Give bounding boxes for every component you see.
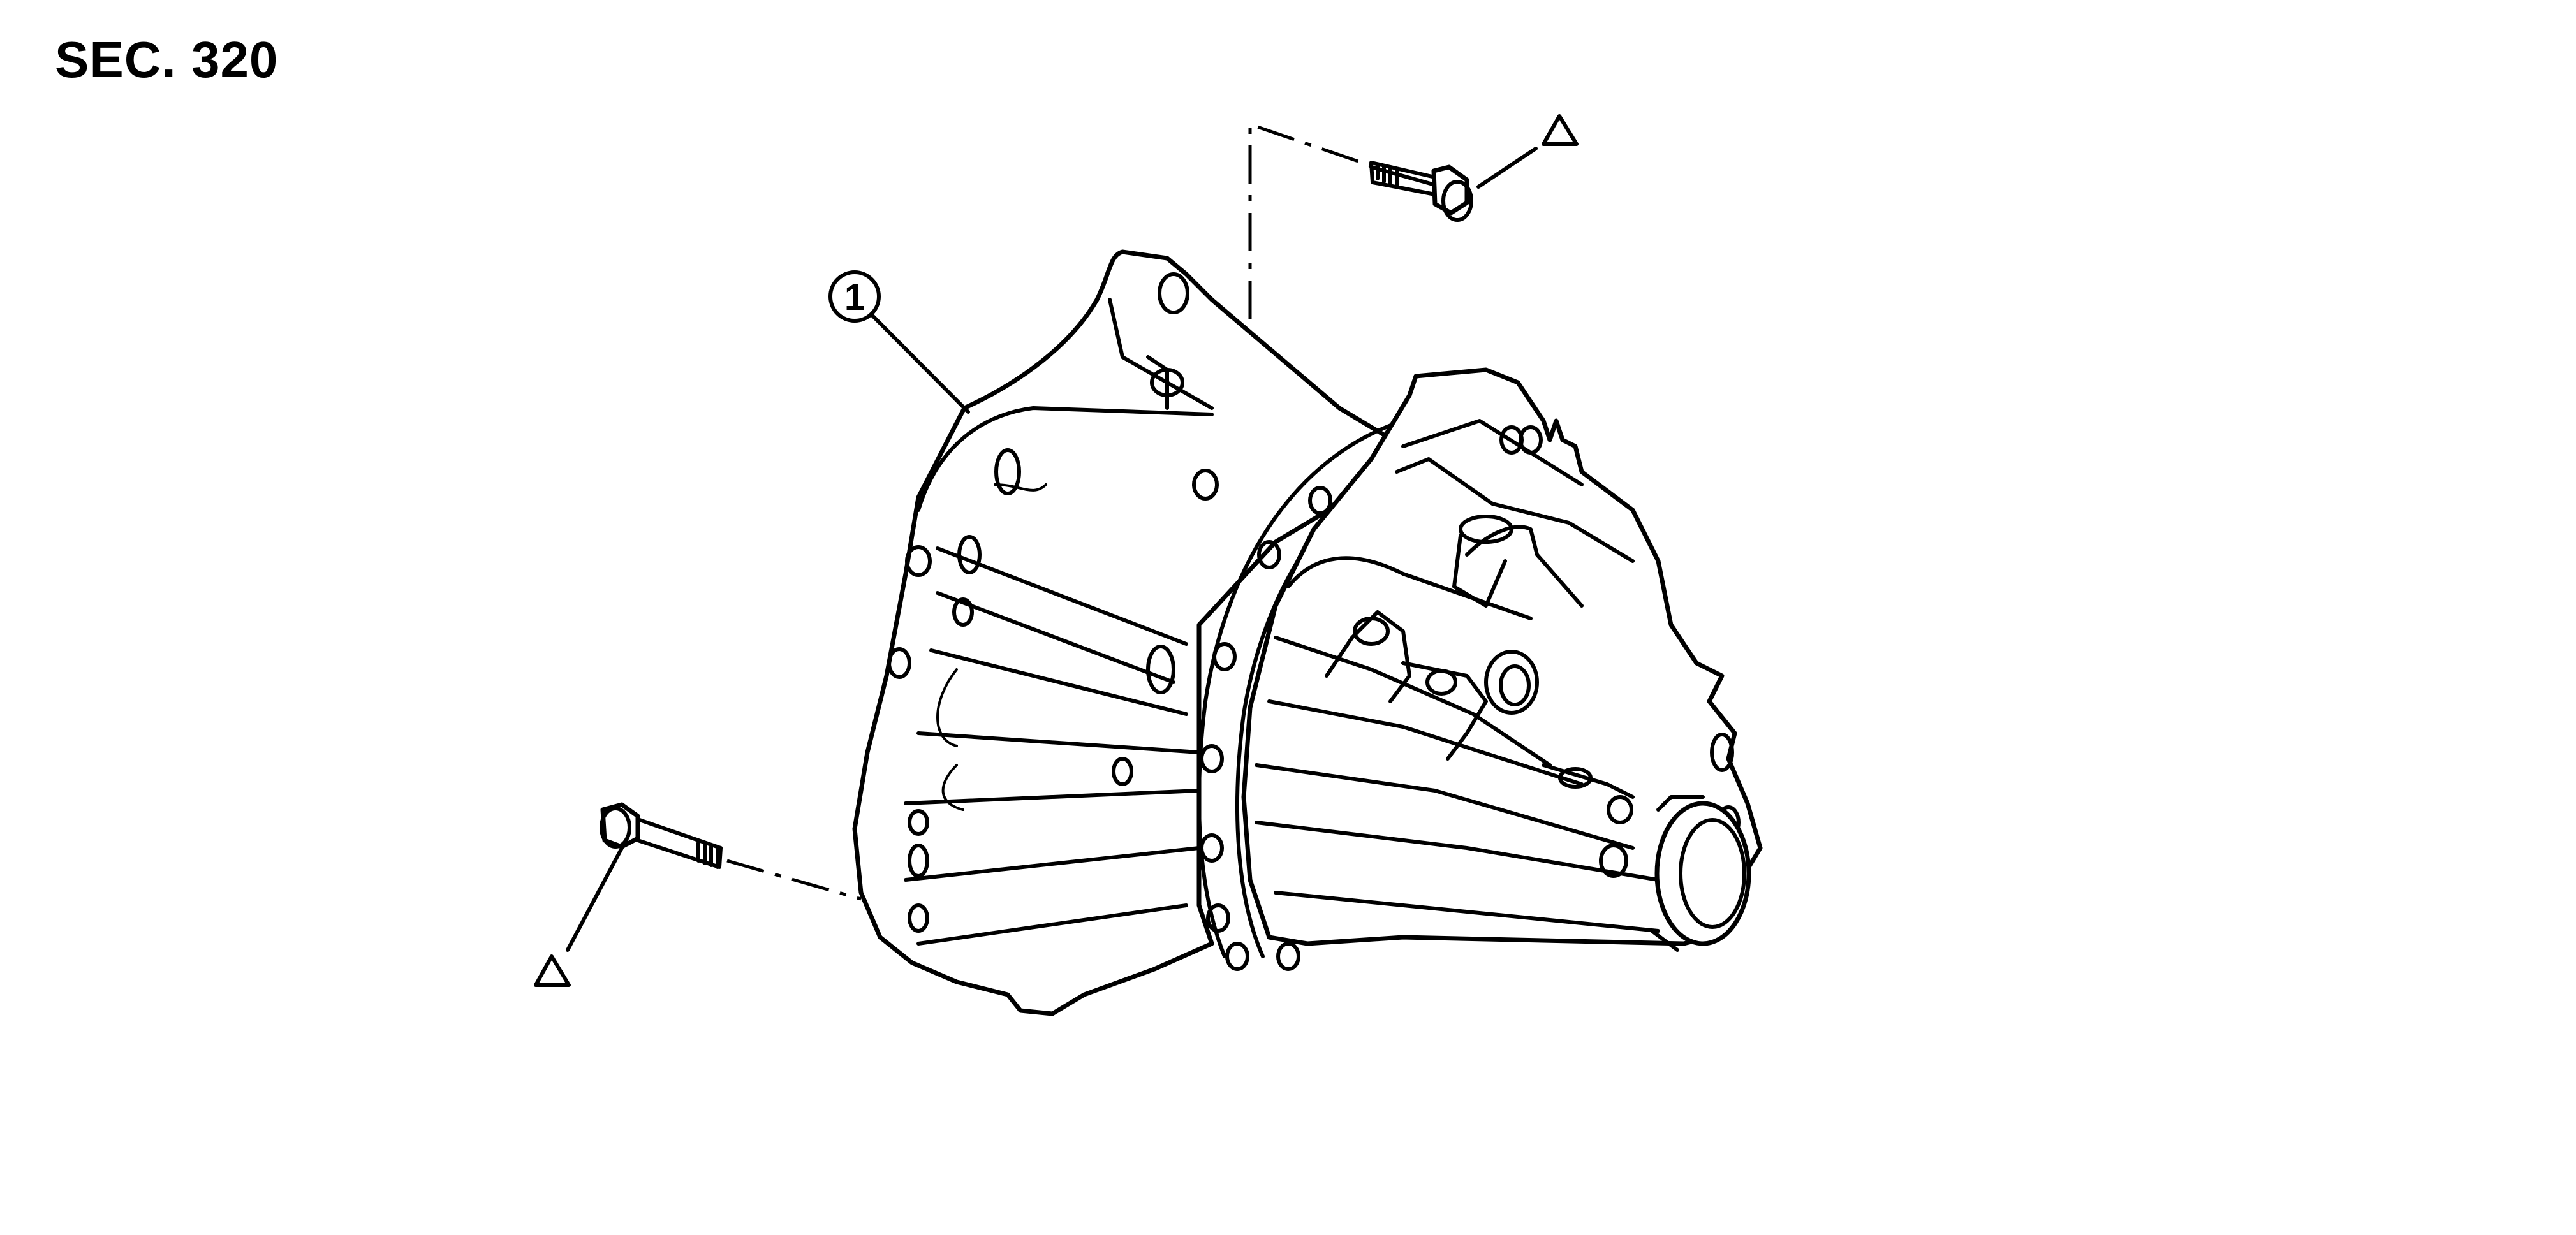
upper-mounting-bolt (1248, 122, 1473, 319)
end-cover (1650, 795, 1751, 952)
triangle-symbol (1542, 114, 1579, 146)
lower-bolt-leader-line (566, 846, 624, 952)
part-callout-label: 1 (844, 277, 865, 318)
upper-bolt-leader-line (1476, 147, 1538, 189)
lower-mounting-bolt (600, 802, 862, 901)
callout-leader-line (869, 312, 970, 414)
clutch-housing (852, 249, 1406, 1016)
part-callout-1: 1 (828, 270, 970, 414)
section-label: SEC. 320 (55, 31, 279, 88)
transmission-case (1241, 367, 1763, 946)
triangle-symbol (534, 954, 571, 987)
